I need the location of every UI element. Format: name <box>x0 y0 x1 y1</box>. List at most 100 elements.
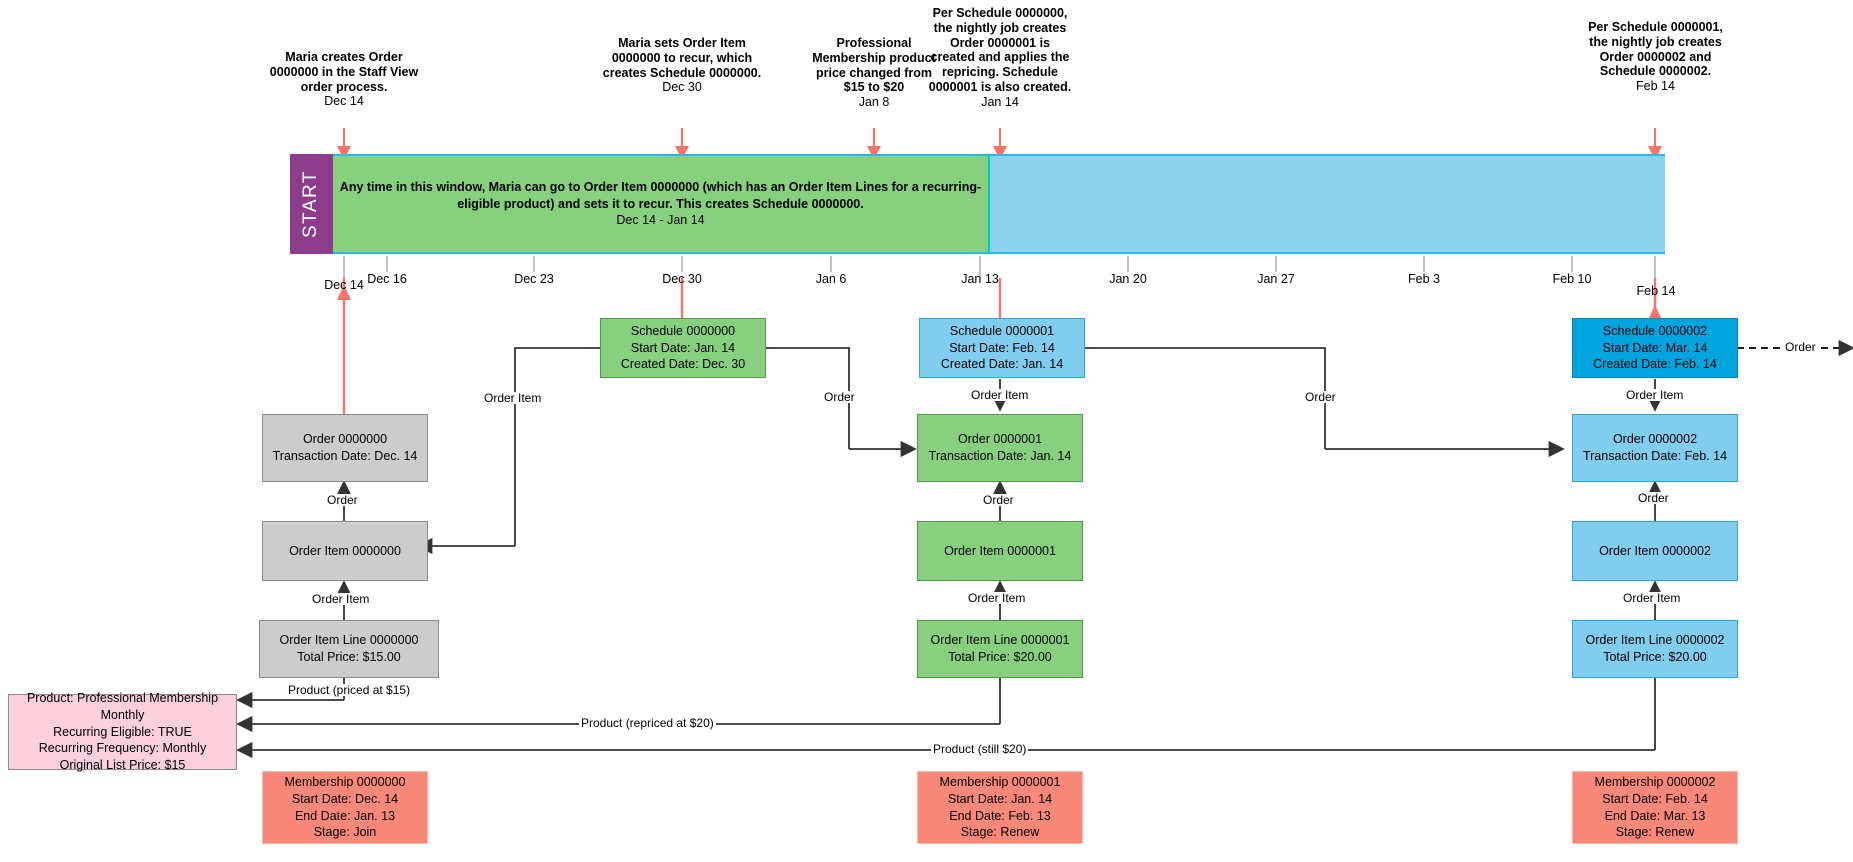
node-order-0000002[interactable]: Order 0000002 Transaction Date: Feb. 14 <box>1572 414 1738 482</box>
orderitem2-line1: Order Item 0000002 <box>1599 543 1711 558</box>
annotation-4: Per Schedule 0000001, the nightly job cr… <box>1577 20 1734 94</box>
timeline-recurring-window: Any time in this window, Maria can go to… <box>333 154 990 254</box>
node-order-item-line-0000000[interactable]: Order Item Line 0000000 Total Price: $15… <box>259 620 439 678</box>
axis-tick-jan6: Jan 6 <box>815 272 847 286</box>
edge-label-product-still-20: Product (still $20) <box>931 742 1029 756</box>
annotation-0: Maria creates Order 0000000 in the Staff… <box>262 50 426 109</box>
node-order-item-0000000[interactable]: Order Item 0000000 <box>262 521 428 581</box>
schedule0-line3: Created Date: Dec. 30 <box>620 357 746 372</box>
product-line2: Recurring Eligible: TRUE <box>53 724 192 739</box>
axis-tick-feb10: Feb 10 <box>1552 272 1592 286</box>
node-schedule-0000002-body: Schedule 0000002 Start Date: Mar. 14 Cre… <box>1593 323 1717 374</box>
order0-line1: Order 0000000 <box>302 432 388 447</box>
annotation-2-date: Jan 8 <box>858 95 890 109</box>
product-line3: Recurring Frequency: Monthly <box>38 741 207 756</box>
edge-label-schedule1-order-item: Order Item <box>969 388 1031 402</box>
edge-label-order2-orderitem2: Order <box>1636 491 1671 505</box>
schedule1-line2: Start Date: Feb. 14 <box>949 340 1055 355</box>
orderitem0-line1: Order Item 0000000 <box>289 543 401 558</box>
node-order-0000002-body: Order 0000002 Transaction Date: Feb. 14 <box>1583 431 1727 465</box>
edge-label-orderitem2-line2: Order Item <box>1621 591 1683 605</box>
annotation-1-date: Dec 30 <box>662 80 702 95</box>
schedule2-line1: Schedule 0000002 <box>1602 323 1708 338</box>
axis-tick-dec30: Dec 30 <box>662 272 702 286</box>
edge-label-schedule2-order-out: Order <box>1783 340 1818 354</box>
annotation-1: Maria sets Order Item 0000000 to recur, … <box>600 36 764 95</box>
orderitemline1-line1: Order Item Line 0000001 <box>930 633 1070 648</box>
node-schedule-0000002[interactable]: Schedule 0000002 Start Date: Mar. 14 Cre… <box>1572 318 1738 378</box>
window-line-1: Any time in this window, Maria can go to… <box>339 179 700 194</box>
node-membership-0000001-body: Membership 0000001 Start Date: Jan. 14 E… <box>940 774 1061 842</box>
edge-label-schedule2-order-item: Order Item <box>1624 388 1686 402</box>
node-membership-0000002-body: Membership 0000002 Start Date: Feb. 14 E… <box>1595 774 1716 842</box>
node-order-item-line-0000002-body: Order Item Line 0000002 Total Price: $20… <box>1586 632 1725 666</box>
node-order-0000000[interactable]: Order 0000000 Transaction Date: Dec. 14 <box>262 414 428 482</box>
node-membership-0000001[interactable]: Membership 0000001 Start Date: Jan. 14 E… <box>917 771 1083 844</box>
membership1-line3: End Date: Feb. 13 <box>949 808 1051 823</box>
axis-tick-feb14: Feb 14 <box>1636 284 1676 298</box>
schedule2-line2: Start Date: Mar. 14 <box>1602 340 1708 355</box>
edge-label-schedule1-order: Order <box>1303 390 1338 404</box>
node-membership-0000002[interactable]: Membership 0000002 Start Date: Feb. 14 E… <box>1572 771 1738 844</box>
membership0-line4: Stage: Join <box>313 825 377 840</box>
node-schedule-0000001[interactable]: Schedule 0000001 Start Date: Feb. 14 Cre… <box>919 318 1085 378</box>
axis-tick-jan20: Jan 20 <box>1109 272 1147 286</box>
axis-tick-jan27: Jan 27 <box>1257 272 1295 286</box>
node-order-item-0000002[interactable]: Order Item 0000002 <box>1572 521 1738 581</box>
schedule0-line2: Start Date: Jan. 14 <box>630 340 736 355</box>
node-membership-0000000-body: Membership 0000000 Start Date: Dec. 14 E… <box>285 774 406 842</box>
annotation-2: Professional Membership product price ch… <box>809 36 939 110</box>
membership0-line3: End Date: Jan. 13 <box>294 808 396 823</box>
node-schedule-0000001-body: Schedule 0000001 Start Date: Feb. 14 Cre… <box>941 323 1063 374</box>
membership0-line2: Start Date: Dec. 14 <box>291 791 399 806</box>
annotation-4-date: Feb 14 <box>1636 79 1675 93</box>
annotation-3: Per Schedule 0000000, the nightly job cr… <box>928 6 1072 109</box>
timeline-start-block: START <box>290 154 333 254</box>
order1-line2: Transaction Date: Jan. 14 <box>928 449 1072 463</box>
annotation-0-title: Maria creates Order 0000000 in the Staff… <box>269 50 419 94</box>
annotation-1-title: Maria sets Order Item 0000000 to recur, … <box>602 36 762 80</box>
node-product[interactable]: Product: Professional Membership Monthly… <box>8 691 237 772</box>
node-product-body: Product: Professional Membership Monthly… <box>9 690 236 774</box>
axis-tick-jan13: Jan 13 <box>961 272 999 286</box>
timeline-window-text: Any time in this window, Maria can go to… <box>333 179 988 230</box>
order2-line2: Transaction Date: Feb. 14 <box>1582 449 1728 463</box>
axis-tick-feb3: Feb 3 <box>1408 272 1440 286</box>
membership0-line1: Membership 0000000 <box>284 774 406 789</box>
membership1-line4: Stage: Renew <box>960 825 1040 840</box>
edge-label-schedule0-order: Order <box>822 390 857 404</box>
axis-tick-dec14: Dec 14 <box>324 278 364 292</box>
annotation-0-date: Dec 14 <box>324 94 364 109</box>
product-line1: Product: Professional Membership Monthly <box>26 690 219 722</box>
membership2-line4: Stage: Renew <box>1615 825 1695 840</box>
timeline: START Any time in this window, Maria can… <box>290 154 1665 254</box>
node-order-0000000-body: Order 0000000 Transaction Date: Dec. 14 <box>273 431 418 465</box>
orderitem1-line1: Order Item 0000001 <box>944 543 1056 558</box>
node-order-0000001[interactable]: Order 0000001 Transaction Date: Jan. 14 <box>917 414 1083 482</box>
annotation-4-title: Per Schedule 0000001, the nightly job cr… <box>1588 20 1723 79</box>
node-order-item-line-0000000-body: Order Item Line 0000000 Total Price: $15… <box>280 632 419 666</box>
membership2-line2: Start Date: Feb. 14 <box>1602 791 1708 806</box>
product-line4: Original List Price: $15 <box>59 758 186 773</box>
edge-label-order1-orderitem1: Order <box>981 493 1016 507</box>
node-order-item-line-0000001[interactable]: Order Item Line 0000001 Total Price: $20… <box>917 620 1083 678</box>
node-membership-0000000[interactable]: Membership 0000000 Start Date: Dec. 14 E… <box>262 771 428 844</box>
edge-label-product-priced-15: Product (priced at $15) <box>286 683 413 697</box>
node-schedule-0000000-body: Schedule 0000000 Start Date: Jan. 14 Cre… <box>621 323 745 374</box>
node-order-item-line-0000002[interactable]: Order Item Line 0000002 Total Price: $20… <box>1572 620 1738 678</box>
annotation-2-title: Professional Membership product price ch… <box>812 36 936 95</box>
node-order-item-0000001[interactable]: Order Item 0000001 <box>917 521 1083 581</box>
node-schedule-0000000[interactable]: Schedule 0000000 Start Date: Jan. 14 Cre… <box>600 318 766 378</box>
schedule2-line3: Created Date: Feb. 14 <box>1593 357 1717 372</box>
edge-label-product-repriced-20: Product (repriced at $20) <box>579 716 716 730</box>
orderitemline2-line2: Total Price: $20.00 <box>1603 650 1707 664</box>
membership2-line3: End Date: Mar. 13 <box>1604 808 1706 823</box>
window-line-3: and sets it to recur. This creates Sched… <box>558 196 864 211</box>
axis-tick-dec23: Dec 23 <box>514 272 554 286</box>
edge-label-schedule0-order-item: Order Item <box>482 391 544 405</box>
orderitemline1-line2: Total Price: $20.00 <box>948 650 1052 664</box>
timeline-start-label: START <box>300 169 322 239</box>
schedule0-line1: Schedule 0000000 <box>630 323 736 338</box>
order2-line1: Order 0000002 <box>1612 432 1698 447</box>
edge-label-orderitem1-line1: Order Item <box>966 591 1028 605</box>
